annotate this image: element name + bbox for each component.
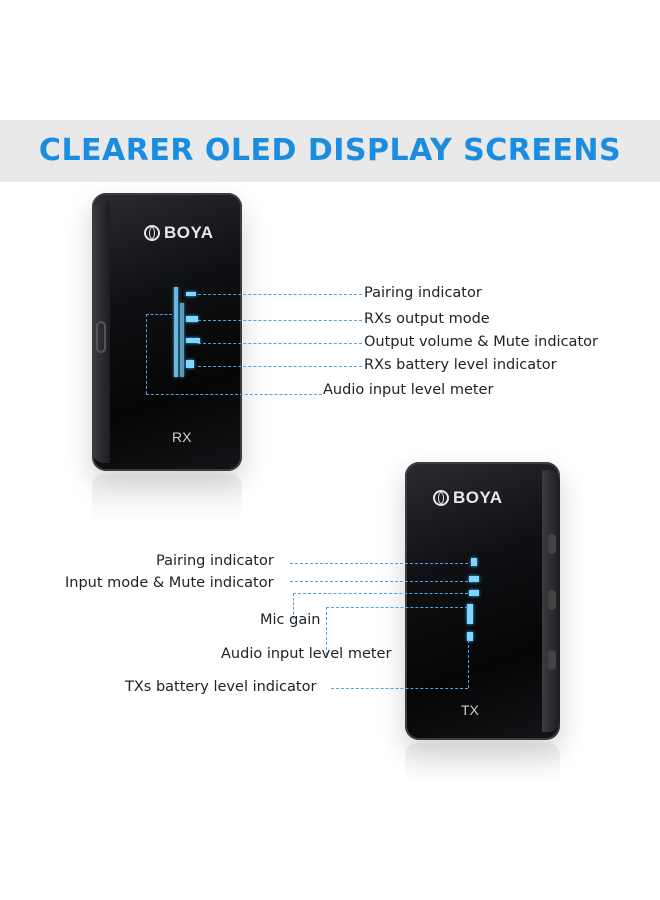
tx-side-button-icon xyxy=(548,650,556,670)
rx-leader-meter xyxy=(146,394,322,395)
rx-callout-battery: RXs battery level indicator xyxy=(364,357,557,373)
rx-volume-icon xyxy=(186,338,200,343)
rx-level-bar-left xyxy=(174,287,178,377)
rx-brand-logo: BOYA xyxy=(144,223,214,243)
usb-c-port-icon xyxy=(96,321,106,353)
rx-device-side xyxy=(92,201,110,463)
tx-leader-battery-vertical xyxy=(468,640,469,688)
rx-device: BOYA RX xyxy=(92,193,242,471)
boya-globe-icon xyxy=(433,490,449,506)
rx-leader-meter-vertical xyxy=(146,314,147,394)
tx-leader-pairing xyxy=(290,563,468,564)
rx-battery-icon xyxy=(186,360,194,368)
tx-leader-battery xyxy=(331,688,468,689)
rx-callout-output-mode: RXs output mode xyxy=(364,311,490,327)
rx-level-bar-right xyxy=(180,303,184,377)
rx-reflection xyxy=(92,474,242,524)
tx-callout-meter: Audio input level meter xyxy=(221,646,392,662)
rx-callout-meter: Audio input level meter xyxy=(323,382,494,398)
tx-battery-icon xyxy=(467,632,473,641)
rx-leader-volume xyxy=(198,343,362,344)
tx-reflection xyxy=(405,743,560,783)
banner-title: CLEARER OLED DISPLAY SCREENS xyxy=(38,133,622,168)
rx-brand-text: BOYA xyxy=(164,223,214,242)
rx-output-mode-icon xyxy=(186,316,198,322)
tx-pairing-icon xyxy=(471,558,477,566)
tx-callout-input-mode: Input mode & Mute indicator xyxy=(65,575,274,591)
tx-input-mode-icon xyxy=(469,576,479,582)
rx-callout-pairing: Pairing indicator xyxy=(364,285,482,301)
tx-brand-text: BOYA xyxy=(453,488,503,507)
tx-oled-display xyxy=(463,552,487,652)
tx-callout-pairing: Pairing indicator xyxy=(156,553,274,569)
tx-leader-mic-gain-vertical xyxy=(293,593,294,619)
boya-globe-icon xyxy=(144,225,160,241)
tx-leader-meter-top xyxy=(326,607,468,608)
tx-level-meter xyxy=(467,604,473,624)
tx-side-button-icon xyxy=(548,590,556,610)
rx-pairing-icon xyxy=(186,292,196,296)
rx-label: RX xyxy=(172,429,192,445)
tx-leader-input-mode xyxy=(290,581,468,582)
tx-leader-meter-vertical xyxy=(326,607,327,655)
rx-leader-battery xyxy=(198,366,362,367)
tx-mic-gain-icon xyxy=(469,590,479,596)
tx-leader-mic-gain-top xyxy=(293,593,468,594)
tx-device: BOYA TX xyxy=(405,462,560,740)
tx-callout-mic-gain: Mic gain xyxy=(260,612,321,628)
tx-brand-logo: BOYA xyxy=(433,488,503,508)
tx-callout-battery: TXs battery level indicator xyxy=(125,679,317,695)
rx-oled-display xyxy=(172,278,212,378)
title-banner: CLEARER OLED DISPLAY SCREENS xyxy=(0,120,660,182)
tx-side-button-icon xyxy=(548,534,556,554)
rx-leader-meter-top xyxy=(146,314,172,315)
rx-callout-volume: Output volume & Mute indicator xyxy=(364,334,598,350)
rx-leader-output-mode xyxy=(198,320,362,321)
tx-label: TX xyxy=(461,702,479,718)
rx-leader-pairing xyxy=(198,294,362,295)
